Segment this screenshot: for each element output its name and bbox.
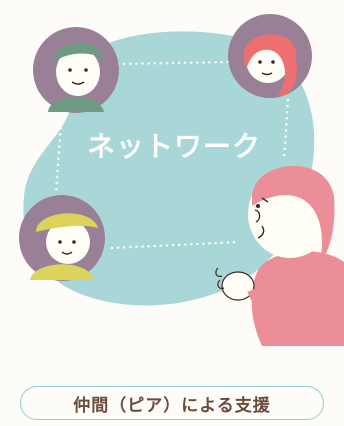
network-connection-lines (54, 60, 290, 250)
avatar-green-hair (33, 27, 119, 113)
avatar-yellow-hat (19, 195, 105, 281)
network-title: ネットワーク (86, 130, 261, 163)
speaking-person (215, 165, 344, 346)
avatar-red-hair (228, 14, 312, 98)
peer-support-caption: 仲間（ピア）による支援 (20, 386, 324, 420)
